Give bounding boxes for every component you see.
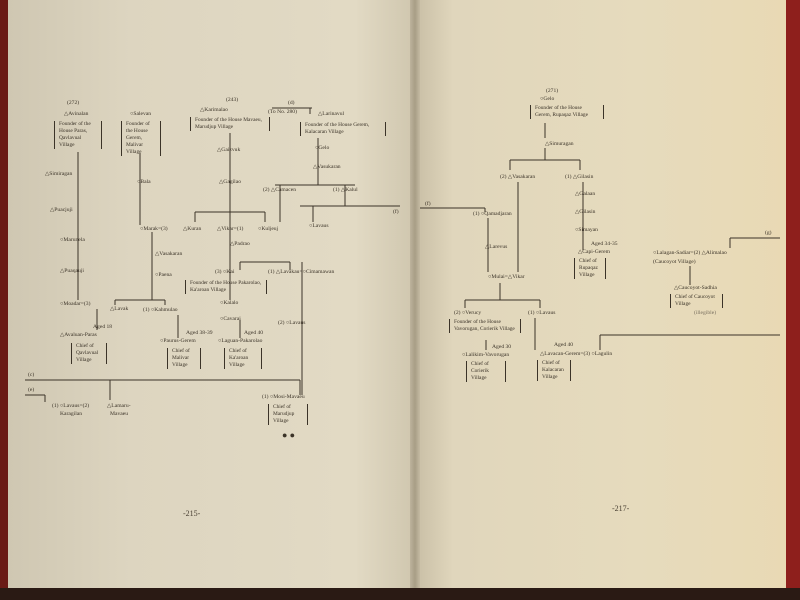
age-note: Aged 38-39 xyxy=(186,330,213,336)
person-node: △Gilasin xyxy=(575,209,596,215)
person-node: △Vikar=(1) xyxy=(217,226,244,232)
person-node: ○Mulai=△Vikar xyxy=(488,274,525,280)
age-note: Aged 34-35 xyxy=(591,241,618,247)
person-node: △Galaan xyxy=(575,191,596,197)
person-node: △Puacjuji xyxy=(50,207,73,213)
note-box: Founder of the House Paras, Qavlavual Vi… xyxy=(54,121,102,149)
generation-ref: (271) xyxy=(546,88,559,94)
person-node: (2) ○Verucy xyxy=(454,310,482,316)
note-box: Chief of Caucoyot Village xyxy=(670,294,723,308)
page-number: -217- xyxy=(612,504,630,513)
book-cover-left xyxy=(0,0,10,600)
age-note: Aged 40 xyxy=(244,330,264,336)
person-node: ○Gelo xyxy=(540,96,555,102)
person-node: △Avinalan xyxy=(64,111,89,117)
book-gutter xyxy=(410,0,420,600)
age-note: Aged 30 xyxy=(492,344,512,350)
person-node: △Larevus xyxy=(485,244,508,250)
person-node: (2) △Camacen xyxy=(263,187,297,193)
person-node: ○Salevan xyxy=(130,111,152,117)
person-node: ○Bala xyxy=(137,179,151,185)
note-box: Chief of Marudjup Village xyxy=(268,404,308,425)
table-surface xyxy=(0,588,800,600)
note-box: Founder of the House Pakarolao, Ka'aroan… xyxy=(185,280,267,294)
person-node: △Avaluan-Paras xyxy=(60,332,97,338)
person-node: ○Lalikim-Vavorugan xyxy=(462,352,510,358)
note-box: Chief of Kalacaran Village xyxy=(537,360,571,381)
generation-ref: (243) xyxy=(226,97,239,103)
person-node: △Kuran xyxy=(183,226,202,232)
person-node: (2) △Vasakaran xyxy=(500,174,536,180)
person-node: △Capi-Gerem xyxy=(578,249,610,255)
person-node: △Lamaru- xyxy=(107,403,131,409)
person-node: (1) ○Lavaus=(2) xyxy=(52,403,90,409)
person-node: (1) △Gilasin xyxy=(565,174,594,180)
person-node: (3) ○Kai xyxy=(215,269,235,275)
cross-reference: (To No. 280) xyxy=(268,109,297,115)
person-node: △Caucoyot-Sadhia xyxy=(674,285,717,291)
person-node: △Puaqauji xyxy=(60,268,84,274)
person-node: ○Lalagan-Sadiar=(2) △Alimalao xyxy=(653,250,727,256)
note-box: Founder of the House Gerem, Malivar Vill… xyxy=(121,121,161,156)
note-box: Chief of Qavlavual Village xyxy=(71,343,107,364)
person-node: (1) ○Kahmulao xyxy=(143,307,178,313)
note-box: Founder of the House Gerem, Rupaqaz Vill… xyxy=(530,105,604,119)
person-node: ○Gelo xyxy=(315,145,330,151)
note-box: Chief of Ka'aroan Village xyxy=(224,348,262,369)
line xyxy=(25,107,400,402)
person-node: (1) ○Lavaus xyxy=(528,310,556,316)
note-box: Chief of Malivar Village xyxy=(167,348,201,369)
book-cover-right xyxy=(786,0,800,600)
faint-note: (illegible) xyxy=(694,310,717,316)
generation-ref: (272) xyxy=(67,100,80,106)
person-node: △Padrao xyxy=(230,241,250,247)
person-node: ○Moadar=(3) xyxy=(60,301,91,307)
person-node: ○Kuljeuj xyxy=(258,226,279,232)
person-node: △Simiragan xyxy=(45,171,73,177)
person-node: (1) ○Qamadjaran xyxy=(473,211,512,217)
note-box: Founder of the House Mavaeu, Marudjup Vi… xyxy=(190,117,270,131)
page-number: -215- xyxy=(183,509,201,518)
person-node: △Lavacan-Gerem=(3) ○Lagulin xyxy=(540,351,613,357)
person-node: Mavaeu xyxy=(110,411,129,417)
note-box: Founder of the House Gerem, Kalacaran Vi… xyxy=(300,122,386,136)
generation-ref: (f) xyxy=(393,209,399,215)
generation-ref: (c) xyxy=(28,372,35,378)
note-box: Chief of Rupaqaz Village xyxy=(574,258,606,279)
note-box: Chief of Corierik Village xyxy=(466,361,506,382)
generation-ref: (g) xyxy=(765,230,772,236)
person-node: ○Paurus-Gerem xyxy=(160,338,196,344)
person-node: △Gaizvuk xyxy=(217,147,241,153)
person-node: (1) △Kalul xyxy=(333,187,358,193)
person-node: ○Kalalo xyxy=(220,300,239,306)
person-node: △Lavak xyxy=(110,306,129,312)
person-node: (2) ○Lavaus xyxy=(278,320,306,326)
person-node: ○Paena xyxy=(155,272,172,278)
person-node: △Vasakaran xyxy=(155,251,183,257)
person-node: ○Lavaus xyxy=(309,223,329,229)
person-node: △Gagilao xyxy=(219,179,242,185)
generation-ref: (f) xyxy=(425,201,431,207)
left-page xyxy=(8,0,416,600)
person-node: ○Marak=(3) xyxy=(140,226,168,232)
generation-ref: (e) xyxy=(28,387,35,393)
generation-ref: (d) xyxy=(288,100,295,106)
person-node: △Simuragan xyxy=(545,141,574,147)
person-node: ○Laguan-Pakarolao xyxy=(218,338,263,344)
village-note: (Caucoyot Village) xyxy=(653,259,696,265)
person-node: Karagilan xyxy=(60,411,83,417)
line xyxy=(420,123,780,350)
person-node: (1) △Lavakau=○Cimamawan xyxy=(268,269,335,275)
person-node: ○Cavarai xyxy=(220,316,241,322)
person-node: △Vasukaran xyxy=(313,164,341,170)
age-note: Aged 18 xyxy=(93,324,113,330)
age-note: Aged 40 xyxy=(554,342,574,348)
person-node: (1) ○Mosi-Mavaeu xyxy=(262,394,305,400)
person-node: ○Marunela xyxy=(60,237,85,243)
person-node: ○Simayan xyxy=(575,227,598,233)
person-node: △Larinavul xyxy=(318,111,345,117)
dots-mark: ● ● xyxy=(282,430,296,440)
person-node: △Karimalao xyxy=(200,107,228,113)
note-box: Founder of the House Vavorugan, Corierik… xyxy=(449,319,521,333)
